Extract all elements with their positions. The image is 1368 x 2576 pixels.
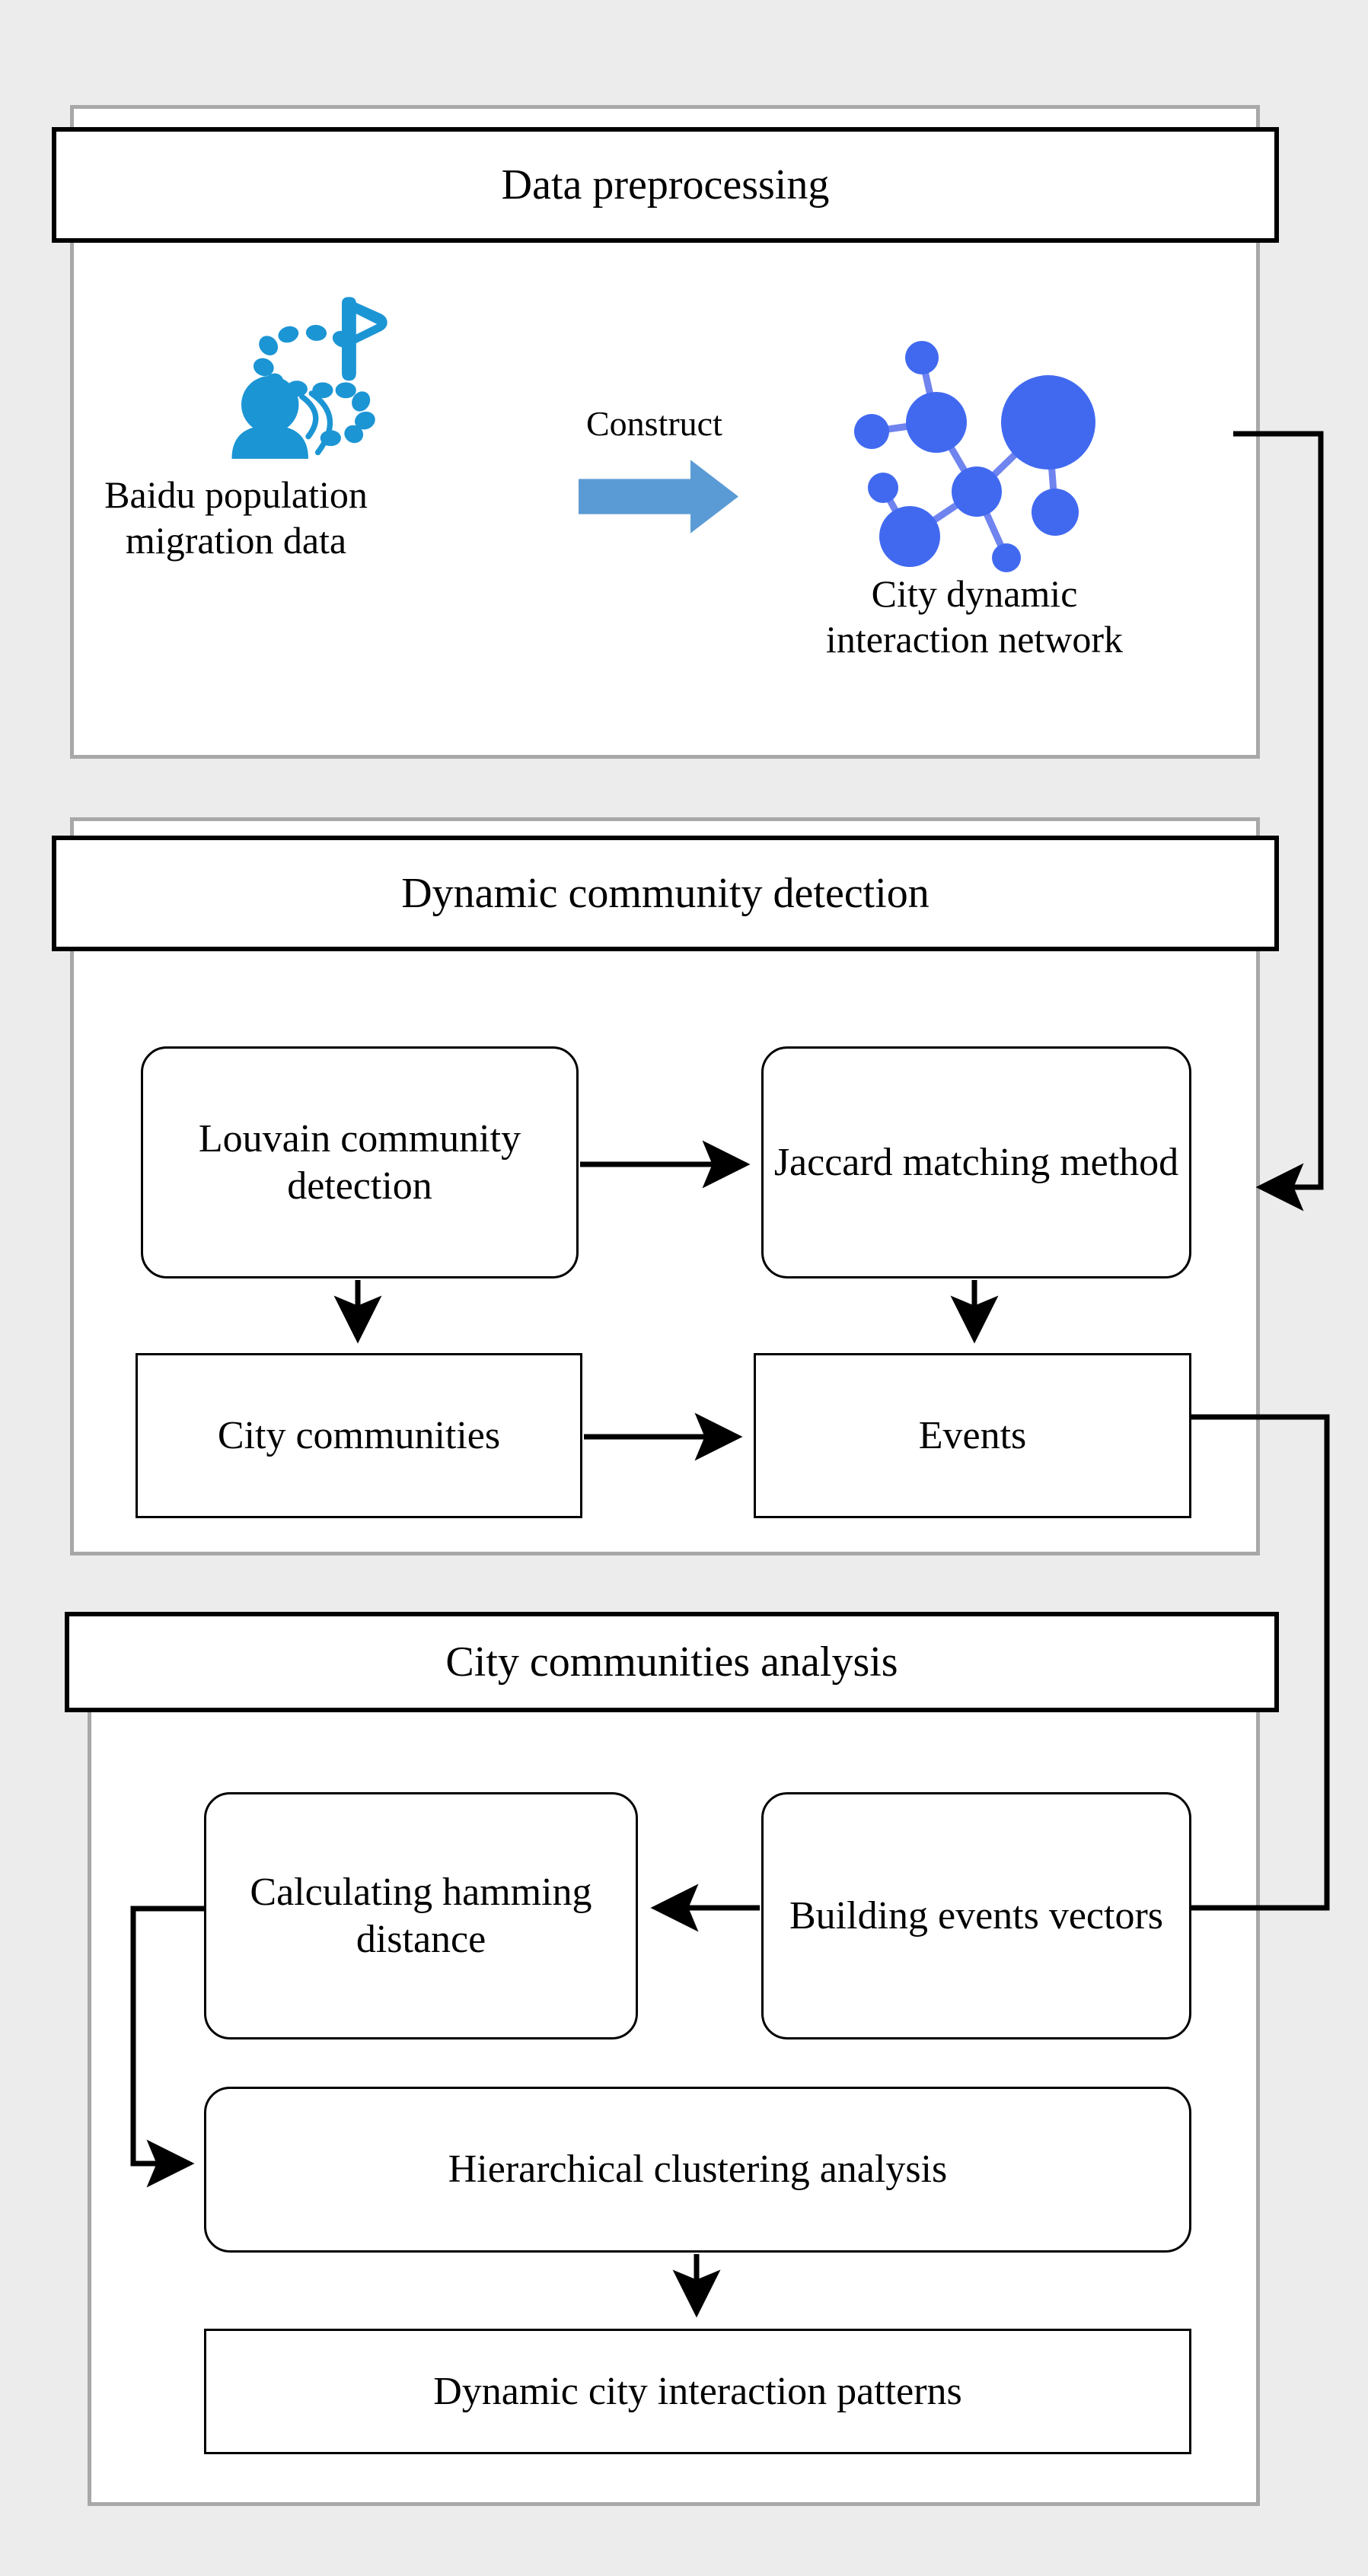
box-label: Dynamic city interaction patterns bbox=[433, 2369, 962, 2413]
section-header-data-preprocessing: Data preprocessing bbox=[52, 127, 1279, 243]
caption-line-1: City dynamic bbox=[871, 572, 1078, 615]
section-header-dynamic-community-detection: Dynamic community detection bbox=[52, 836, 1279, 951]
baidu-migration-icon bbox=[231, 297, 387, 459]
box-label: Louvain community detection bbox=[198, 1117, 521, 1208]
box-city-communities[interactable]: City communities bbox=[136, 1353, 582, 1518]
box-building-events-vectors[interactable]: Building events vectors bbox=[761, 1792, 1191, 2039]
section-title-city-communities-analysis: City communities analysis bbox=[445, 1638, 898, 1686]
section-title-data-preprocessing: Data preprocessing bbox=[501, 161, 830, 209]
caption-city-network: City dynamic interaction network bbox=[776, 571, 1172, 662]
box-louvain-community-detection[interactable]: Louvain community detection bbox=[141, 1046, 579, 1278]
box-hierarchical-clustering-analysis[interactable]: Hierarchical clustering analysis bbox=[204, 2087, 1191, 2253]
section-header-city-communities-analysis: City communities analysis bbox=[65, 1612, 1279, 1712]
box-label: Jaccard matching method bbox=[773, 1140, 1179, 1184]
box-label: Hierarchical clustering analysis bbox=[448, 2148, 948, 2192]
box-dynamic-city-interaction-patterns[interactable]: Dynamic city interaction patterns bbox=[204, 2329, 1191, 2454]
box-label: Calculating hamming distance bbox=[250, 1871, 592, 1961]
box-calculating-hamming-distance[interactable]: Calculating hamming distance bbox=[204, 1792, 638, 2039]
box-events[interactable]: Events bbox=[754, 1353, 1191, 1518]
caption-line-1: Baidu population bbox=[104, 473, 368, 516]
box-label: Events bbox=[918, 1413, 1027, 1457]
construct-arrow-icon bbox=[579, 460, 738, 533]
construct-label: Construct bbox=[586, 404, 722, 443]
section-title-dynamic-community-detection: Dynamic community detection bbox=[401, 870, 930, 917]
box-label: Building events vectors bbox=[789, 1893, 1164, 1938]
caption-line-2: interaction network bbox=[825, 618, 1124, 661]
box-jaccard-matching-method[interactable]: Jaccard matching method bbox=[761, 1046, 1191, 1278]
box-label: City communities bbox=[217, 1413, 501, 1457]
caption-baidu-migration: Baidu population migration data bbox=[84, 472, 388, 563]
caption-line-2: migration data bbox=[125, 519, 347, 562]
